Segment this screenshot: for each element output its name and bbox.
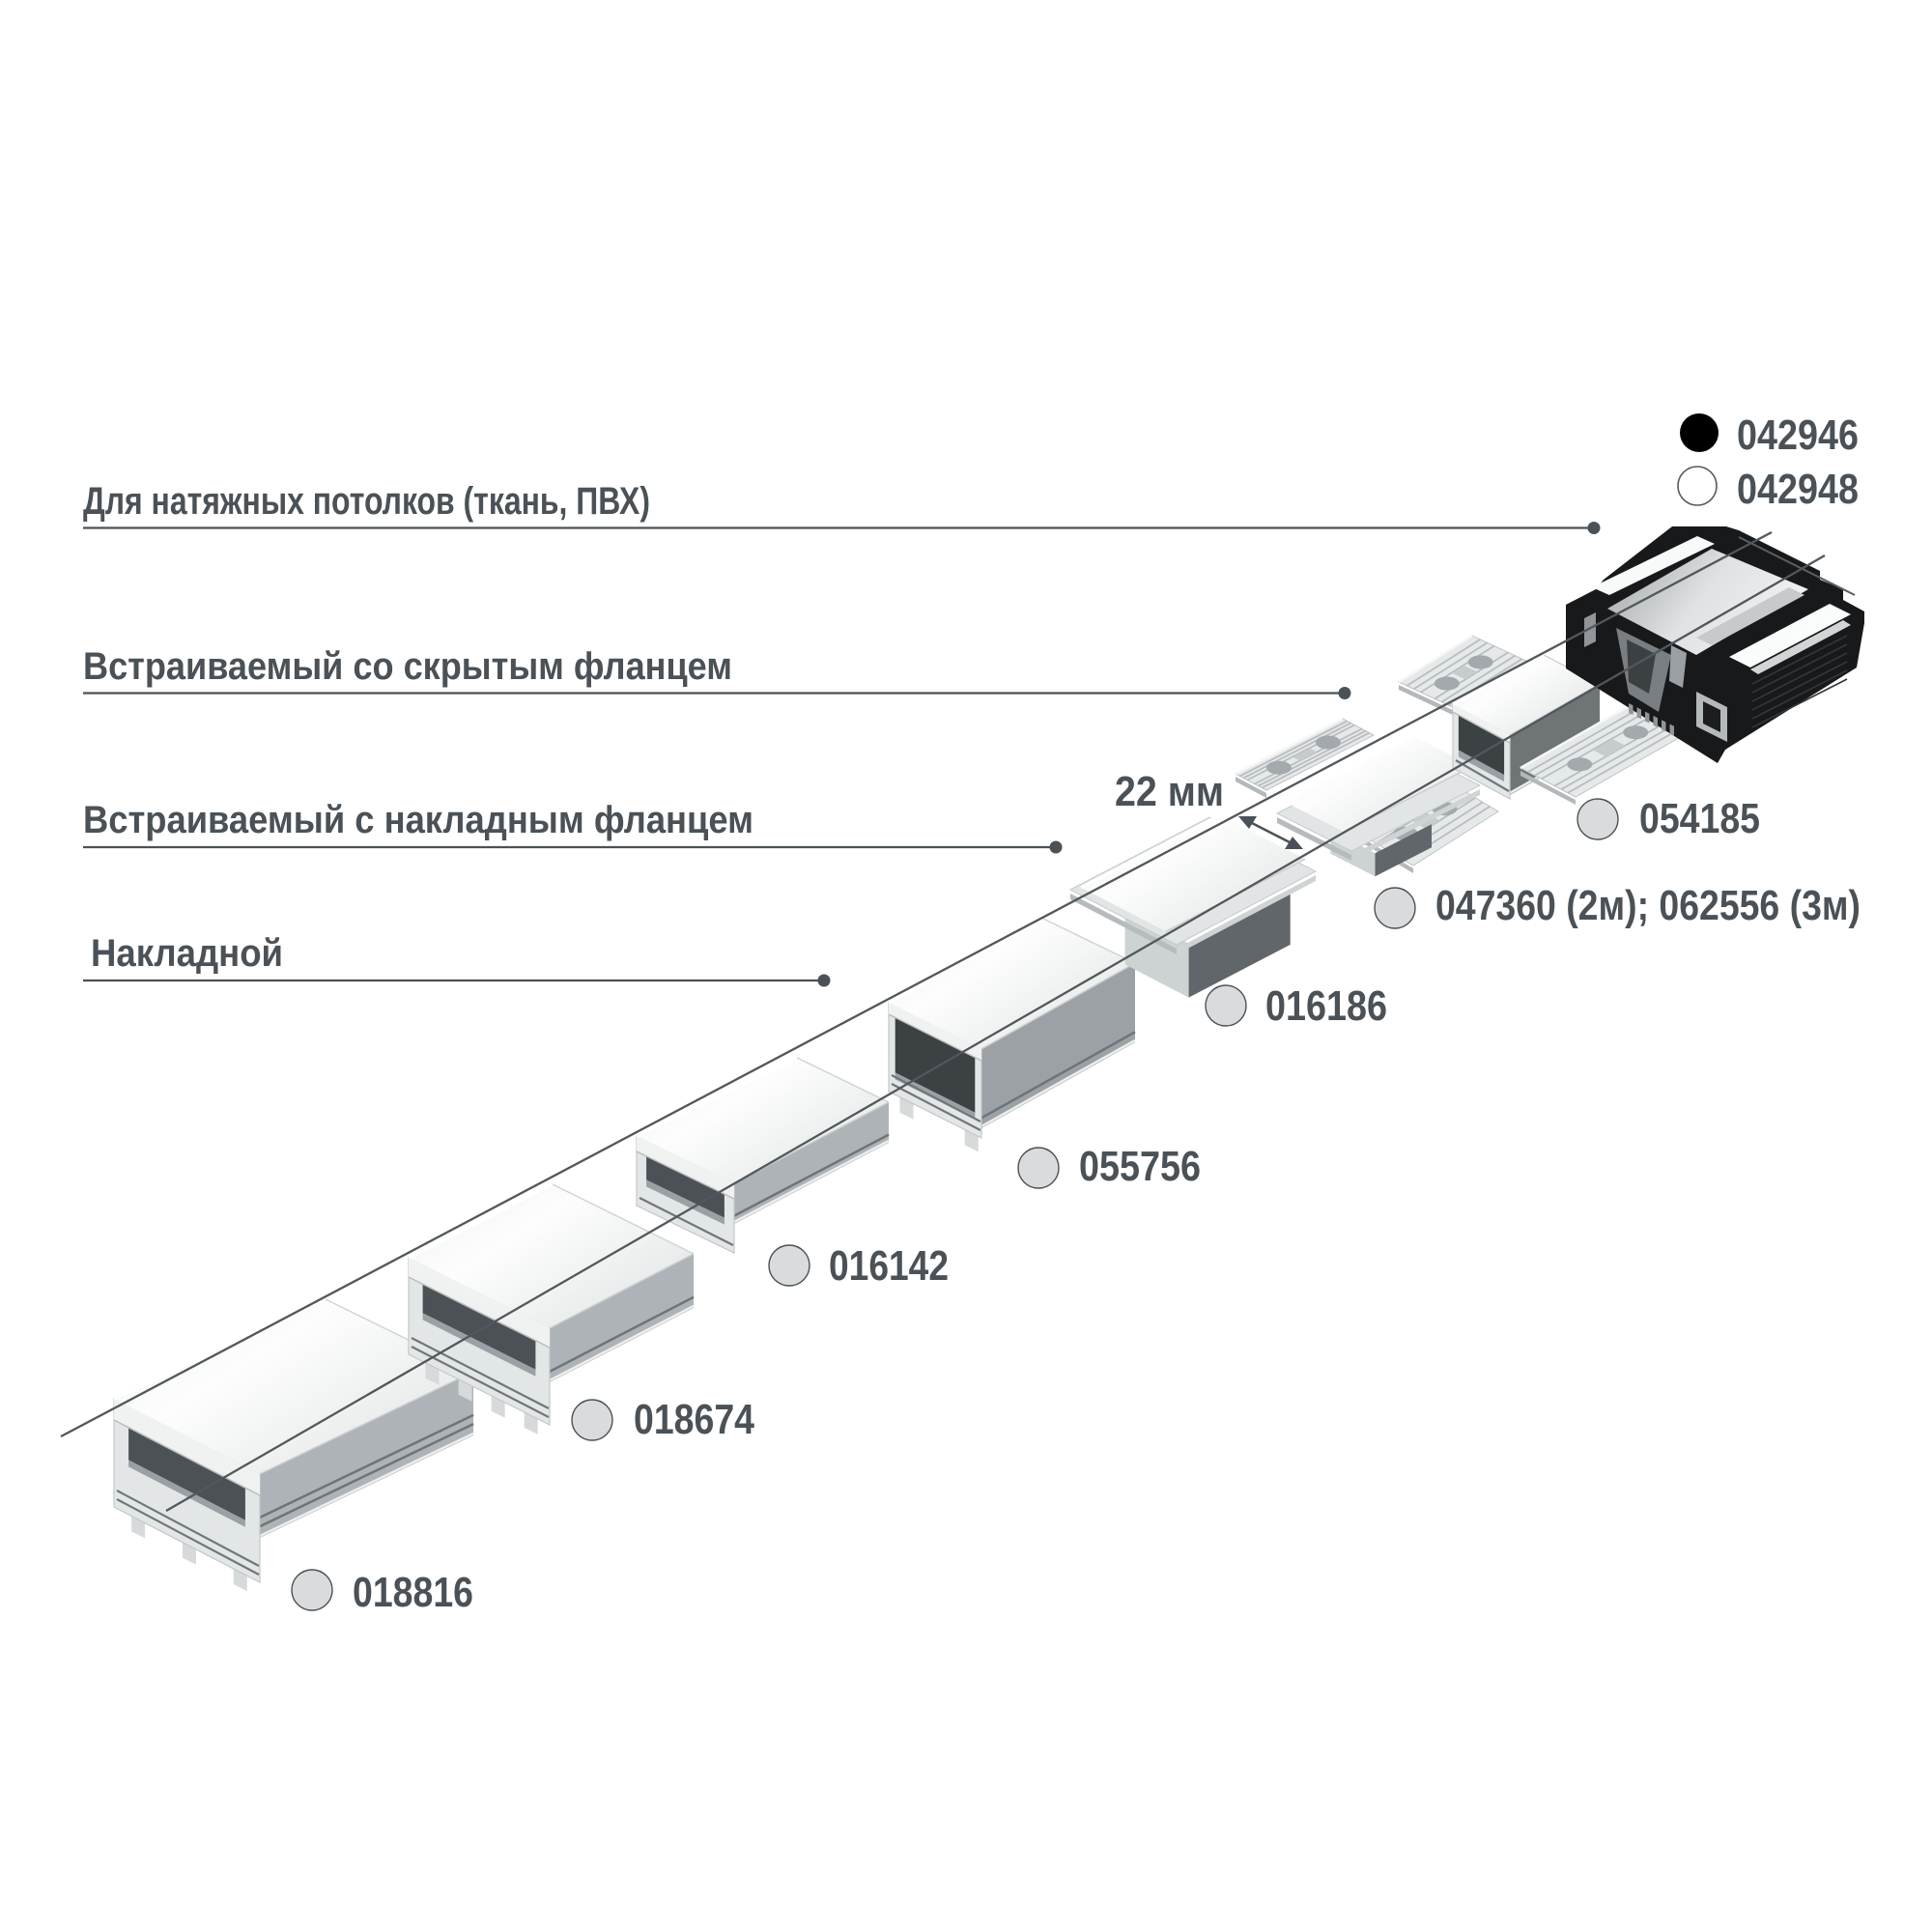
svg-text:054185: 054185: [1639, 795, 1760, 842]
svg-text:047360 (2м); 062556 (3м): 047360 (2м); 062556 (3м): [1435, 882, 1861, 929]
svg-text:016142: 016142: [829, 1242, 949, 1290]
svg-text:Встраиваемый с накладным фланц: Встраиваемый с накладным фланцем: [83, 799, 753, 841]
svg-text:016186: 016186: [1265, 982, 1387, 1030]
svg-text:042948: 042948: [1737, 466, 1859, 513]
svg-text:018674: 018674: [634, 1396, 754, 1443]
svg-text:Встраиваемый со скрытым фланце: Встраиваемый со скрытым фланцем: [83, 645, 732, 688]
svg-text:055756: 055756: [1079, 1143, 1201, 1190]
svg-text:Накладной: Накладной: [91, 932, 283, 975]
svg-text:Для натяжных потолков (ткань,: Для натяжных потолков (ткань, ПВХ): [83, 480, 650, 523]
svg-text:22 мм: 22 мм: [1115, 768, 1224, 815]
svg-text:018816: 018816: [353, 1569, 473, 1616]
svg-text:042946: 042946: [1737, 412, 1859, 459]
